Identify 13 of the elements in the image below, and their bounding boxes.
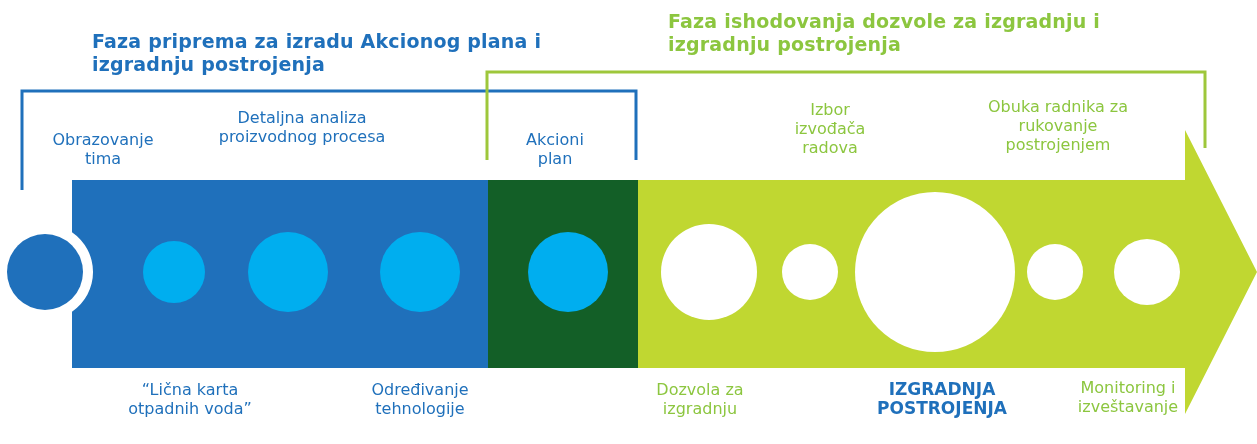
step-label: Detaljna analiza proizvodnog procesa [217,108,387,146]
step-label: “Lična karta otpadnih voda” [127,380,253,418]
phase-title: Faza ishodovanja dozvole za izgradnju i izgradnju postrojenja [668,10,1102,56]
step-label: Određivanje tehnologije [370,380,470,418]
step-label: Akcioni plan [525,130,585,168]
step-label: Monitoring i izveštavanje [1076,378,1180,416]
step-label: Izbor izvođača radova [793,100,867,157]
phase-title: Faza priprema za izradu Akcionog plana i izgradnju postrojenja [92,30,542,76]
step-label: IZGRADNJA POSTROJENJA [876,380,1008,418]
step-label: Obuka radnika za rukovanje postrojenjem [987,97,1129,154]
step-label: Dozvola za izgradnju [655,380,745,418]
step-label: Obrazovanje tima [51,130,155,168]
circle-marker [7,234,83,310]
